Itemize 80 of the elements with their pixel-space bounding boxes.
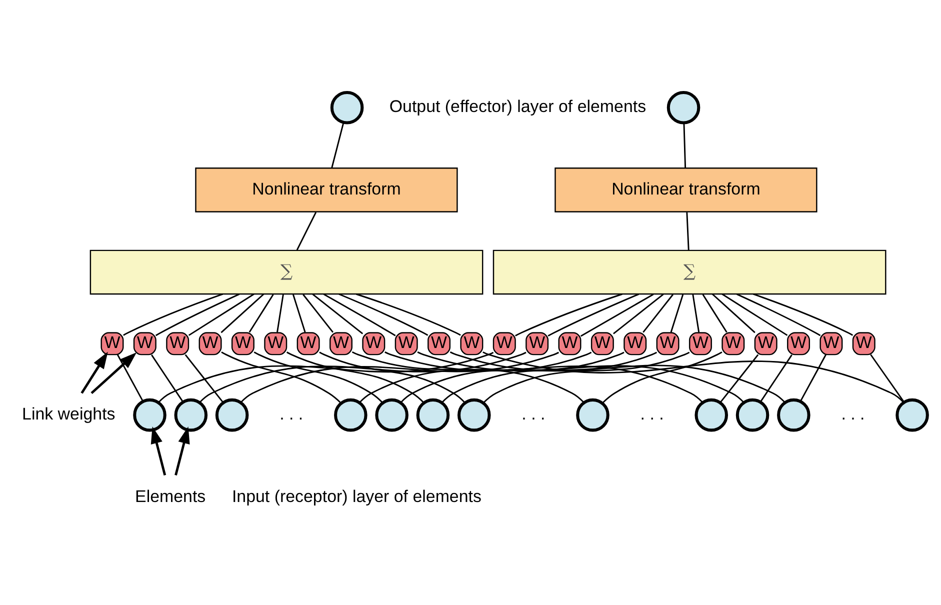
connector xyxy=(736,294,821,336)
connector xyxy=(400,352,624,403)
connector xyxy=(151,354,184,402)
connector xyxy=(184,354,224,403)
connector xyxy=(123,293,224,336)
connector xyxy=(613,294,664,334)
connector xyxy=(338,293,428,336)
node-circle xyxy=(215,398,249,432)
label: . . . xyxy=(280,404,304,424)
connector xyxy=(722,294,788,336)
connector xyxy=(296,212,317,250)
node-circle xyxy=(133,398,166,432)
node-text: Elements xyxy=(135,486,206,506)
connector xyxy=(292,294,306,332)
connector xyxy=(417,351,744,403)
arrow xyxy=(80,352,108,394)
node-circle xyxy=(576,398,610,432)
node-box: Nonlinear transform xyxy=(195,168,458,212)
node-circle xyxy=(777,398,810,432)
connector xyxy=(158,352,494,403)
node-circle xyxy=(334,398,368,432)
node-box: ∑ xyxy=(492,250,886,295)
label: Output (effector) layer of elements xyxy=(389,97,646,116)
node-box: Nonlinear transform xyxy=(554,168,818,212)
connector xyxy=(221,351,342,404)
connector xyxy=(482,352,690,404)
connector xyxy=(670,294,684,332)
connector xyxy=(515,293,622,336)
connector xyxy=(800,354,826,402)
label: Input (receptor) layer of elements xyxy=(232,486,482,506)
connector xyxy=(760,354,792,402)
connector xyxy=(450,351,786,403)
connector xyxy=(686,212,690,250)
connector xyxy=(319,352,466,404)
connector xyxy=(702,294,728,333)
connector xyxy=(482,351,904,403)
arrow xyxy=(90,352,137,394)
connector xyxy=(683,123,686,168)
connector xyxy=(602,351,722,404)
connector xyxy=(155,294,240,336)
connector xyxy=(220,294,264,334)
node-circle xyxy=(896,398,929,432)
connector xyxy=(199,352,526,403)
connector xyxy=(286,352,424,404)
connector xyxy=(642,294,674,333)
connector xyxy=(240,352,560,403)
arrow xyxy=(174,426,190,476)
connector xyxy=(323,294,396,336)
label: . . . xyxy=(841,404,865,424)
connector xyxy=(276,294,284,332)
connector xyxy=(384,351,703,403)
connector xyxy=(188,294,254,336)
connector xyxy=(753,293,854,336)
connector xyxy=(248,294,274,333)
connector xyxy=(712,294,756,334)
node-text: Link weights xyxy=(22,404,116,424)
connector xyxy=(442,352,658,403)
connector xyxy=(548,294,640,337)
node-circle xyxy=(736,398,770,432)
connector xyxy=(331,122,344,168)
node-circle xyxy=(330,90,364,124)
node-circle xyxy=(694,398,728,432)
connector xyxy=(356,293,461,336)
arrow xyxy=(150,426,166,476)
node-circle xyxy=(457,398,491,432)
node-circle xyxy=(416,398,450,432)
connector xyxy=(254,352,384,404)
node-circle xyxy=(666,90,700,124)
node-box: ∑ xyxy=(90,250,484,295)
connector xyxy=(870,354,905,403)
connector xyxy=(580,294,654,337)
connector xyxy=(116,354,144,402)
label: . . . xyxy=(640,404,664,424)
connector xyxy=(312,294,364,334)
node-circle xyxy=(375,398,408,432)
connector xyxy=(692,294,700,332)
connector xyxy=(302,294,334,333)
label: . . . xyxy=(522,404,546,424)
node-circle xyxy=(174,398,208,432)
connector xyxy=(720,354,759,403)
